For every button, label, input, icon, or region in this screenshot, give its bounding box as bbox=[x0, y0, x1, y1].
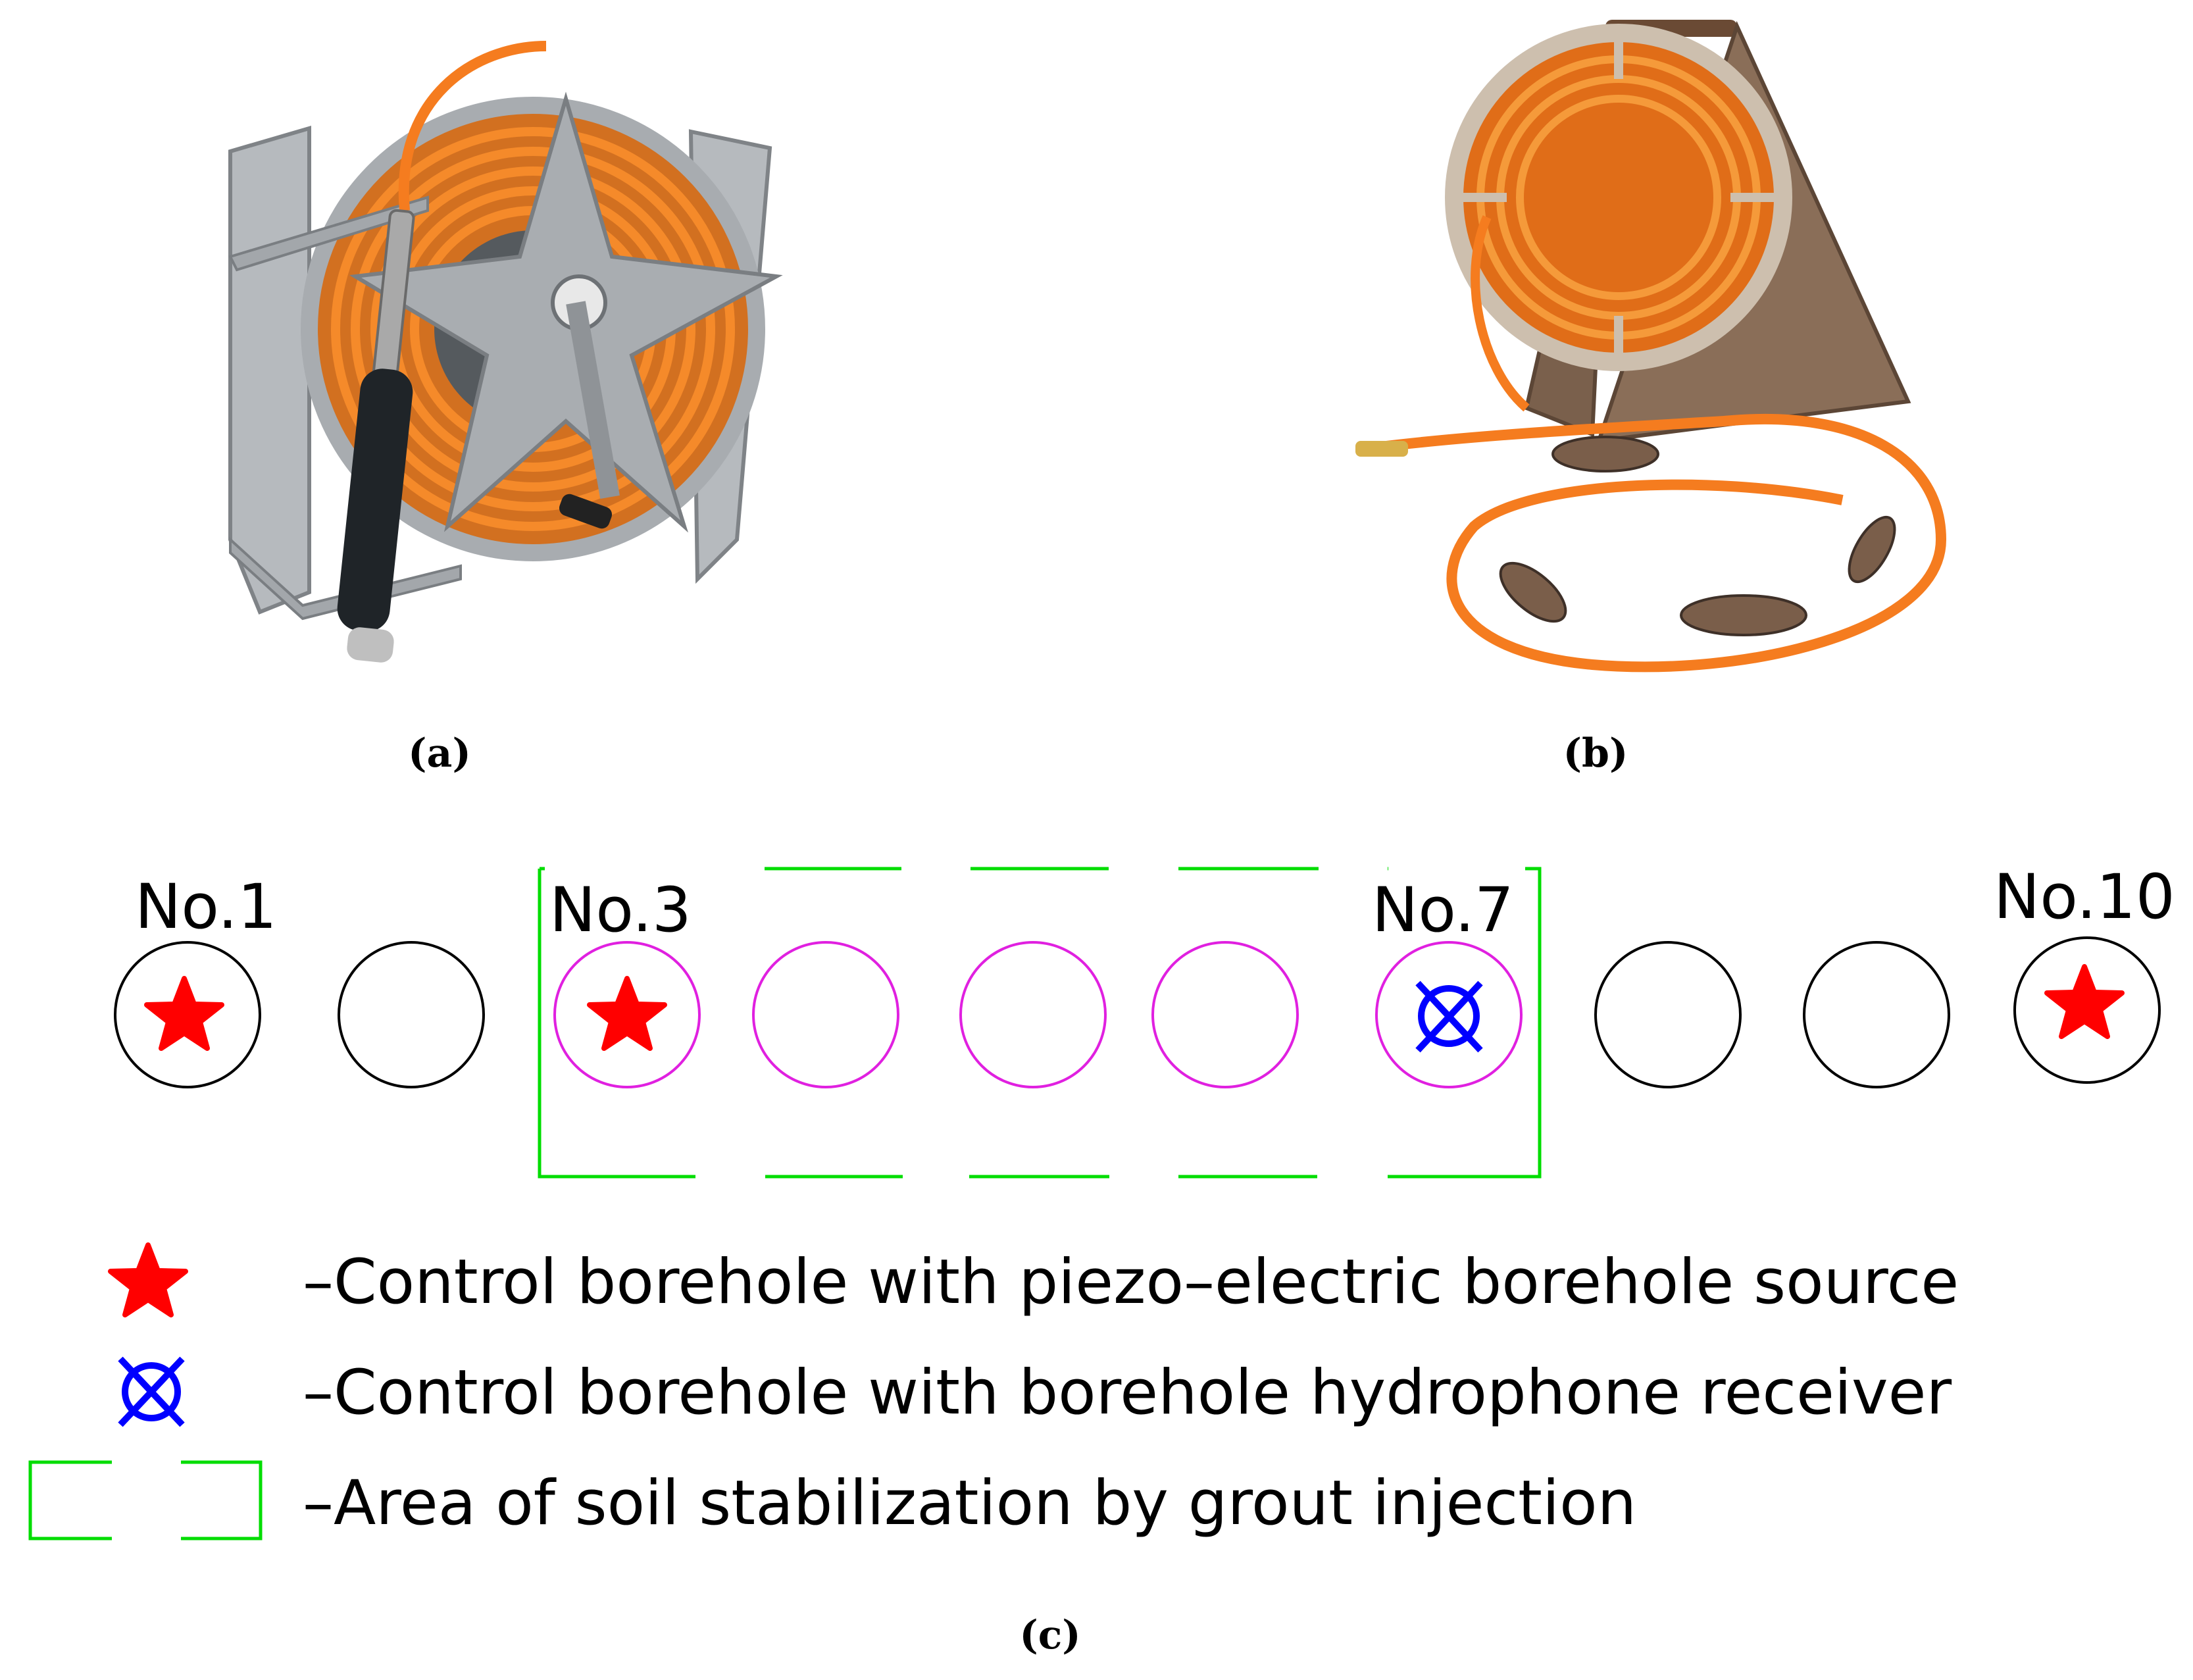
panel-label-b: (b) bbox=[1563, 730, 1628, 776]
star-icon bbox=[111, 1245, 186, 1315]
borehole-3 bbox=[553, 941, 701, 1088]
borehole-label-7: No.7 bbox=[1372, 875, 1514, 946]
borehole-5 bbox=[959, 941, 1107, 1088]
cross-circle-icon bbox=[1415, 980, 1483, 1053]
reel-b-illustration bbox=[1355, 20, 1947, 673]
panel-label-c: (c) bbox=[1019, 1612, 1081, 1658]
boreholes bbox=[114, 936, 2161, 1088]
borehole-label-10: No.10 bbox=[1994, 861, 2175, 933]
reel-a-illustration bbox=[228, 41, 783, 663]
borehole-9 bbox=[1803, 941, 1950, 1088]
borehole-8 bbox=[1594, 941, 1742, 1088]
dashed-rectangle-icon bbox=[28, 1460, 263, 1540]
equipment-photos bbox=[228, 20, 1947, 673]
star-icon bbox=[590, 979, 665, 1048]
cross-circle-icon bbox=[118, 1356, 185, 1427]
star-icon bbox=[2047, 967, 2122, 1036]
legend-text-source: –Control borehole with piezo–electric bo… bbox=[303, 1246, 1959, 1318]
legend-text-area: –Area of soil stabilization by grout inj… bbox=[303, 1467, 1636, 1539]
borehole-7 bbox=[1375, 941, 1523, 1088]
stabilization-area bbox=[538, 867, 1542, 1179]
legend: –Control borehole with piezo–electric bo… bbox=[28, 1245, 1959, 1540]
borehole-10 bbox=[2013, 936, 2161, 1084]
borehole-label-1: No.1 bbox=[135, 871, 277, 943]
star-icon bbox=[147, 979, 222, 1048]
borehole-2 bbox=[338, 941, 485, 1088]
borehole-4 bbox=[752, 941, 899, 1088]
legend-text-receiver: –Control borehole with borehole hydropho… bbox=[303, 1357, 1952, 1429]
borehole-1 bbox=[114, 941, 261, 1088]
panel-label-a: (a) bbox=[408, 730, 471, 776]
borehole-label-3: No.3 bbox=[549, 875, 692, 946]
borehole-6 bbox=[1151, 941, 1299, 1088]
borehole-layout-diagram: No.1 No.3 No.7 No.10 –Control borehole w… bbox=[28, 861, 2175, 1540]
